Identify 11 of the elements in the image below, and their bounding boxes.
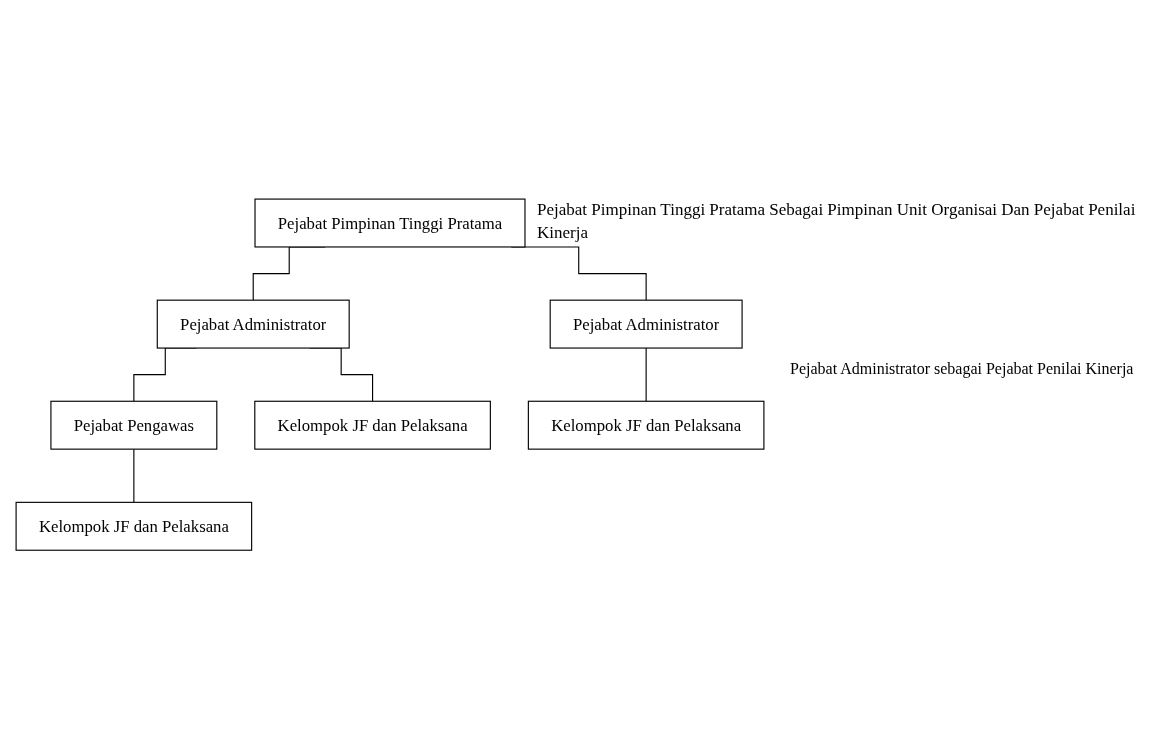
node-box: Kelompok JF dan Pelaksana	[527, 401, 765, 451]
node-box: Pejabat Pimpinan Tinggi Pratama	[254, 198, 526, 248]
node-caption: Pejabat Pimpinan Tinggi Pratama Sebagai Pimpinan Unit Organisai Dan Pejabat Penilai Kinerja	[536, 199, 1137, 245]
node-box: Kelompok JF dan Pelaksana	[254, 401, 491, 451]
node-box: Pejabat Administrator	[156, 299, 350, 349]
note: Pejabat Administrator sebagai Pejabat Penilai Kinerja	[790, 360, 1135, 378]
connector	[645, 347, 647, 403]
node-box: Pejabat Administrator	[549, 299, 743, 349]
connector	[133, 448, 135, 504]
node-box: Pejabat Pengawas	[50, 401, 218, 451]
node-box: Kelompok JF dan Pelaksana	[15, 502, 253, 552]
